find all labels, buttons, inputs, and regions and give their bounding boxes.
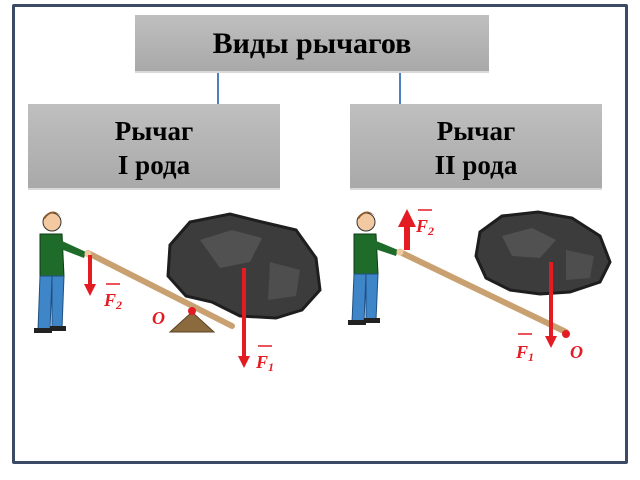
title-box: Виды рычагов <box>135 15 489 73</box>
svg-text:F2: F2 <box>103 290 122 312</box>
label-right-F1: F1 <box>515 333 534 364</box>
person-right <box>348 211 404 325</box>
label-right-O: O <box>570 342 583 362</box>
svg-text:F1: F1 <box>515 342 534 364</box>
lever2-scene: F2 F1 O <box>348 209 612 364</box>
svg-text:F2: F2 <box>415 216 434 238</box>
pivot-dot-left <box>188 307 196 315</box>
pivot-dot-right <box>562 330 570 338</box>
title: Виды рычагов <box>212 27 412 60</box>
label-left-F1: F1 <box>255 345 274 374</box>
lever-type-2-line2: II рода <box>434 150 518 180</box>
lever-type-2-line1: Рычаг <box>436 116 516 146</box>
lever-type-1-line1: Рычаг <box>114 116 194 146</box>
lever-bar-right <box>397 249 569 335</box>
fulcrum <box>168 311 216 333</box>
lever-type-2-box: Рычаг II рода <box>350 104 602 190</box>
svg-text:F1: F1 <box>255 352 274 374</box>
lever-bar-left <box>85 250 235 329</box>
label-right-F2: F2 <box>415 209 434 238</box>
lever1-scene: F2 F1 O <box>34 211 322 374</box>
label-left-O: O <box>152 308 165 328</box>
lever-type-1-box: Рычаг I рода <box>28 104 280 190</box>
label-left-F2: F2 <box>103 283 122 312</box>
lever-type-1-line2: I рода <box>117 150 191 180</box>
person-left <box>34 211 92 333</box>
